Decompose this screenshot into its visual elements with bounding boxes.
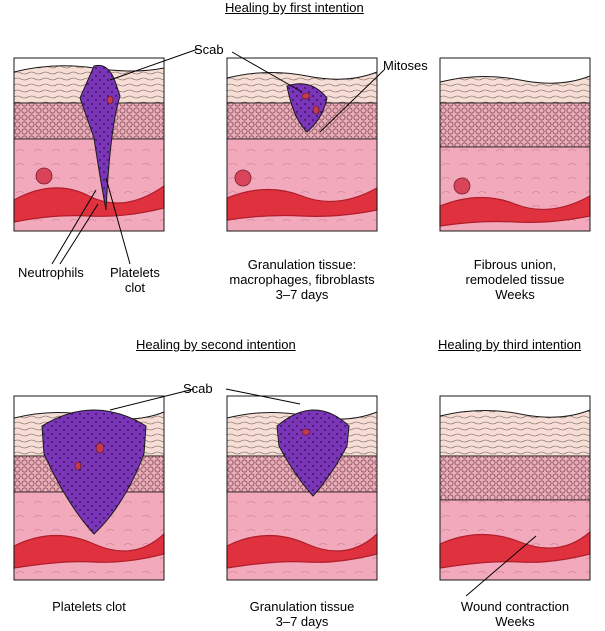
panel-first-mid (226, 57, 378, 232)
label-scab-top: Scab (194, 42, 224, 57)
caption-first-mid-l2: macrophages, fibroblasts (229, 272, 375, 287)
caption-third-right: Wound contraction Weeks (430, 599, 600, 629)
panel-second-left (13, 395, 165, 581)
caption-second-left: Platelets clot (4, 599, 174, 614)
heading-second-intention: Healing by second intention (136, 337, 296, 352)
heading-first-intention: Healing by first intention (225, 0, 364, 15)
label-scab-bottom: Scab (183, 381, 213, 396)
panel-second-mid (226, 395, 378, 581)
cell-nuclei (74, 92, 320, 471)
panel-first-right (439, 57, 591, 232)
caption-second-mid-l1: Granulation tissue (249, 599, 355, 614)
panel-third-right (439, 395, 591, 581)
caption-first-mid-l3: 3–7 days (275, 287, 329, 302)
leader-lines (51, 48, 537, 597)
label-platelets-line2: clot (124, 280, 146, 295)
caption-first-right-l1: Fibrous union, (473, 257, 557, 272)
label-platelets-line1: Platelets (110, 265, 160, 280)
caption-second-left-l1: Platelets clot (52, 599, 126, 614)
label-mitoses: Mitoses (383, 58, 428, 73)
panel-first-left (13, 57, 165, 232)
heading-third-intention: Healing by third intention (438, 337, 582, 352)
caption-first-right-l3: Weeks (495, 287, 535, 302)
caption-first-mid: Granulation tissue: macrophages, fibrobl… (217, 257, 387, 302)
label-wound-contraction: Wound contraction (460, 599, 570, 614)
caption-first-mid-l1: Granulation tissue: (247, 257, 357, 272)
label-neutrophils: Neutrophils (18, 265, 84, 280)
label-platelets-clot-top: Platelets clot (110, 265, 160, 295)
caption-second-mid-l2: 3–7 days (275, 614, 329, 629)
caption-second-mid: Granulation tissue 3–7 days (217, 599, 387, 629)
caption-first-right: Fibrous union, remodeled tissue Weeks (430, 257, 600, 302)
caption-third-right-weeks: Weeks (495, 614, 535, 629)
caption-first-right-l2: remodeled tissue (465, 272, 565, 287)
